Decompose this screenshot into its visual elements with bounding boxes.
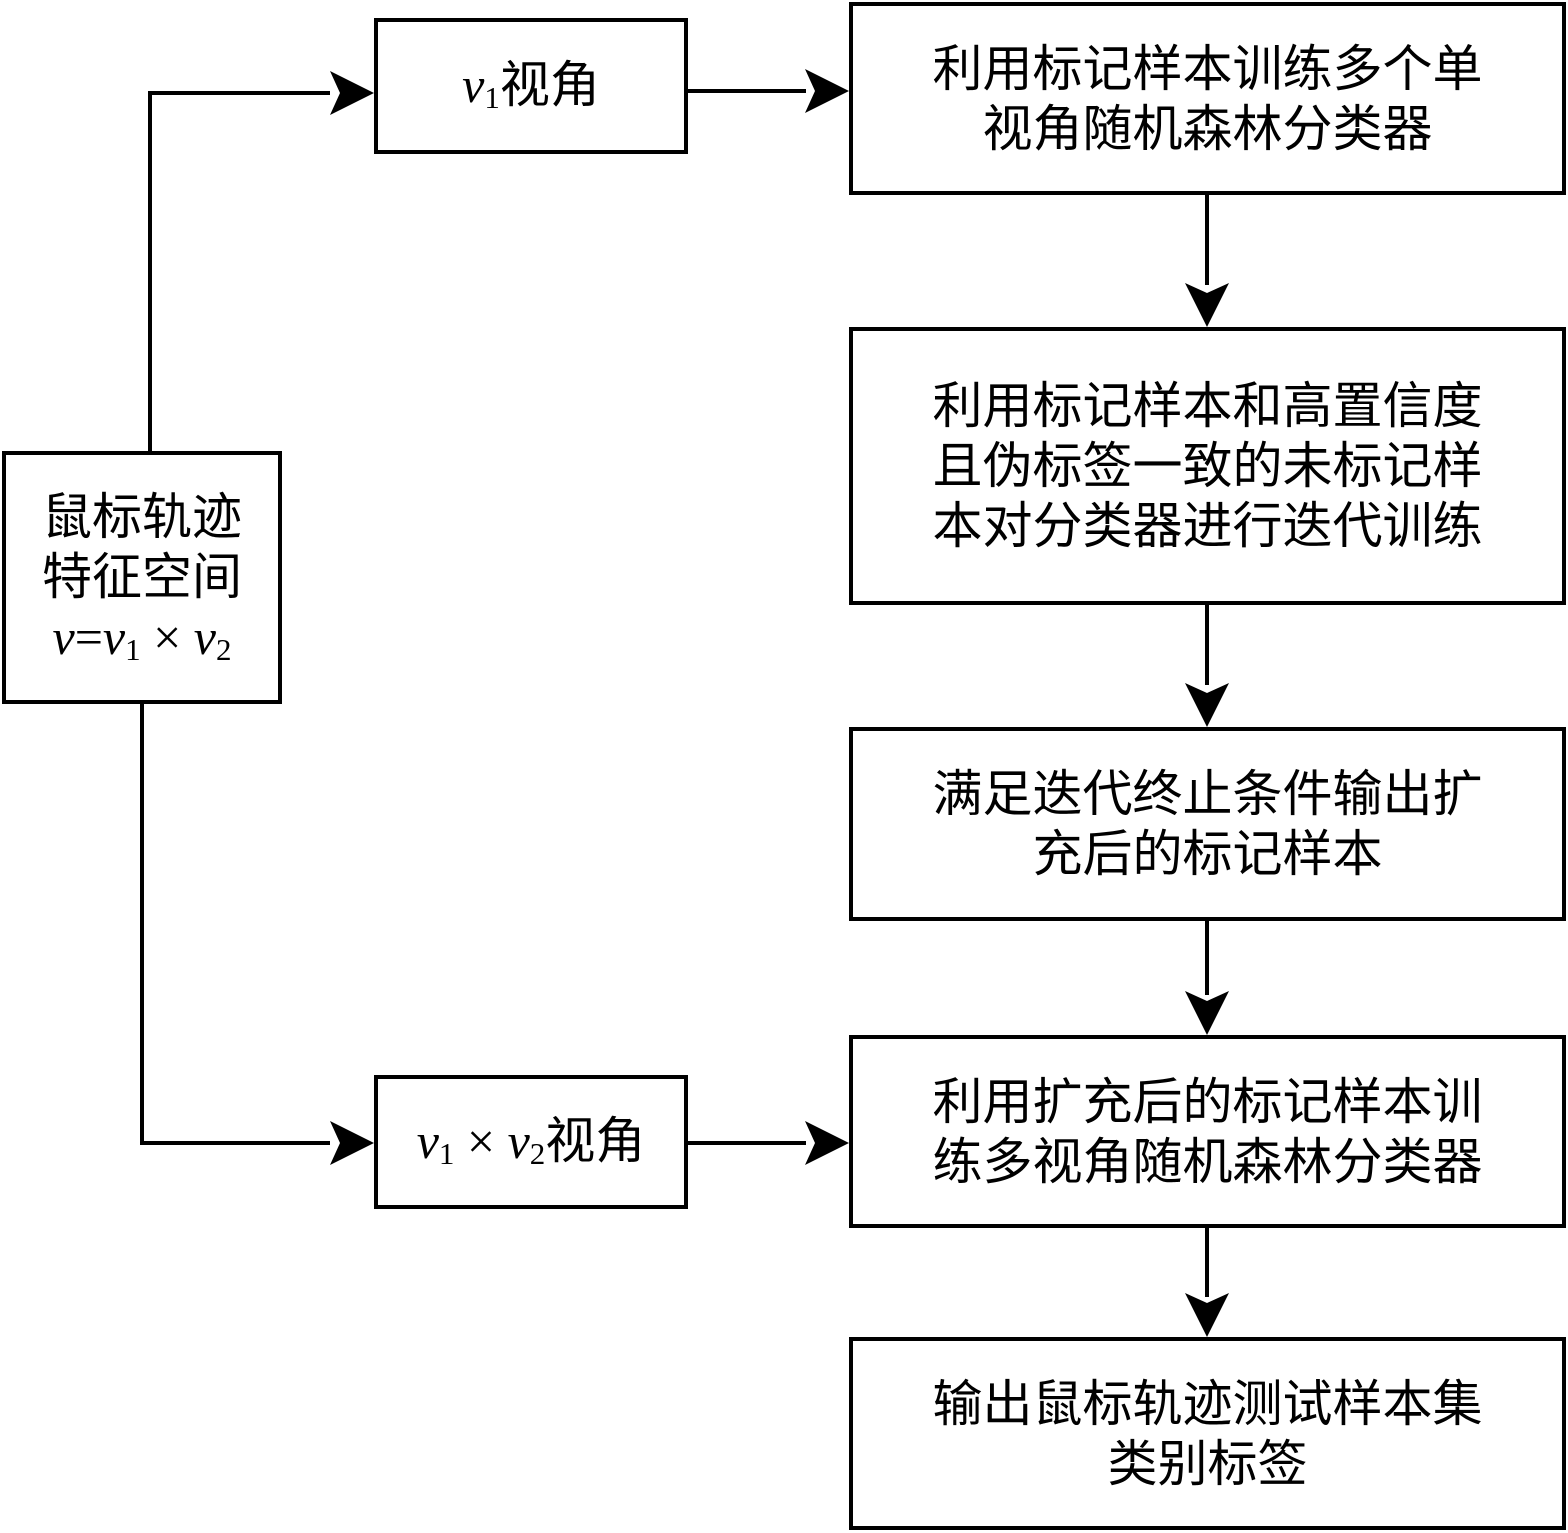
formula-v2-sub: 2 <box>216 632 232 667</box>
step1-line-1: 利用标记样本训练多个单 <box>932 39 1483 98</box>
v1v2-view-box: v1 × v2视角 <box>374 1075 688 1209</box>
step2-line-2: 且伪标签一致的未标记样 <box>932 437 1483 495</box>
arrowhead-to-step2 <box>1185 283 1229 327</box>
step-output-test-labels: 输出鼠标轨迹测试样本集 类别标签 <box>849 1337 1566 1530</box>
step4-line-1: 利用扩充后的标记样本训 <box>932 1072 1483 1131</box>
arrowhead-to-step4 <box>805 1121 849 1165</box>
formula-v1-sub: 1 <box>125 632 141 667</box>
step-train-multi-view-classifier: 利用扩充后的标记样本训 练多视角随机森林分类器 <box>849 1035 1566 1228</box>
arrowhead-to-step1 <box>805 69 849 113</box>
step5-line-1: 输出鼠标轨迹测试样本集 <box>932 1374 1483 1433</box>
step-train-single-view-classifiers: 利用标记样本训练多个单 视角随机森林分类器 <box>849 2 1566 195</box>
step-iterative-training: 利用标记样本和高置信度 且伪标签一致的未标记样 本对分类器进行迭代训练 <box>849 327 1566 605</box>
v1v2-view-var2: v <box>507 1113 530 1170</box>
step2-line-3: 本对分类器进行迭代训练 <box>932 497 1483 555</box>
feature-space-line-1: 鼠标轨迹 <box>42 487 242 546</box>
v1-view-box: v1视角 <box>374 18 688 154</box>
formula-v1-base: v <box>102 608 126 665</box>
step4-line-2: 练多视角随机森林分类器 <box>932 1132 1483 1191</box>
feature-space-box: 鼠标轨迹 特征空间 v=v1 × v2 <box>2 451 282 704</box>
v1-view-text: 视角 <box>499 57 600 114</box>
step3-line-1: 满足迭代终止条件输出扩 <box>932 765 1483 823</box>
v1v2-view-sub1: 1 <box>438 1136 455 1172</box>
arrowhead-to-step3 <box>1185 683 1229 727</box>
feature-space-line-2: 特征空间 <box>42 547 242 606</box>
step2-line-1: 利用标记样本和高置信度 <box>932 377 1483 435</box>
v1-view-var: v <box>462 57 485 114</box>
formula-equals: = <box>74 608 103 665</box>
connector-feature-to-v1v2 <box>140 704 330 1145</box>
step5-line-2: 类别标签 <box>1107 1434 1308 1493</box>
v1-view-label: v1视角 <box>462 55 600 116</box>
step1-line-2: 视角随机森林分类器 <box>982 99 1433 158</box>
arrowhead-to-v1v2 <box>330 1121 374 1165</box>
formula-v: v <box>52 608 75 665</box>
v1-view-sub: 1 <box>484 80 500 116</box>
v1v2-view-times: × <box>454 1113 508 1170</box>
connector-feature-to-v1 <box>148 91 330 451</box>
v1v2-view-var1: v <box>416 1113 439 1170</box>
v1v2-view-text: 视角 <box>545 1113 646 1170</box>
v1v2-view-sub2: 2 <box>529 1136 546 1172</box>
arrowhead-to-v1 <box>330 71 374 115</box>
formula-times: × <box>140 608 194 665</box>
step-output-expanded-samples: 满足迭代终止条件输出扩 充后的标记样本 <box>849 727 1566 921</box>
formula-v2-base: v <box>193 608 216 665</box>
step3-line-2: 充后的标记样本 <box>1032 825 1383 883</box>
arrowhead-to-step5 <box>1185 1293 1229 1337</box>
v1v2-view-label: v1 × v2视角 <box>417 1111 646 1172</box>
arrowhead-to-step4-vertical <box>1185 991 1229 1035</box>
feature-space-formula: v=v1 × v2 <box>52 607 231 668</box>
